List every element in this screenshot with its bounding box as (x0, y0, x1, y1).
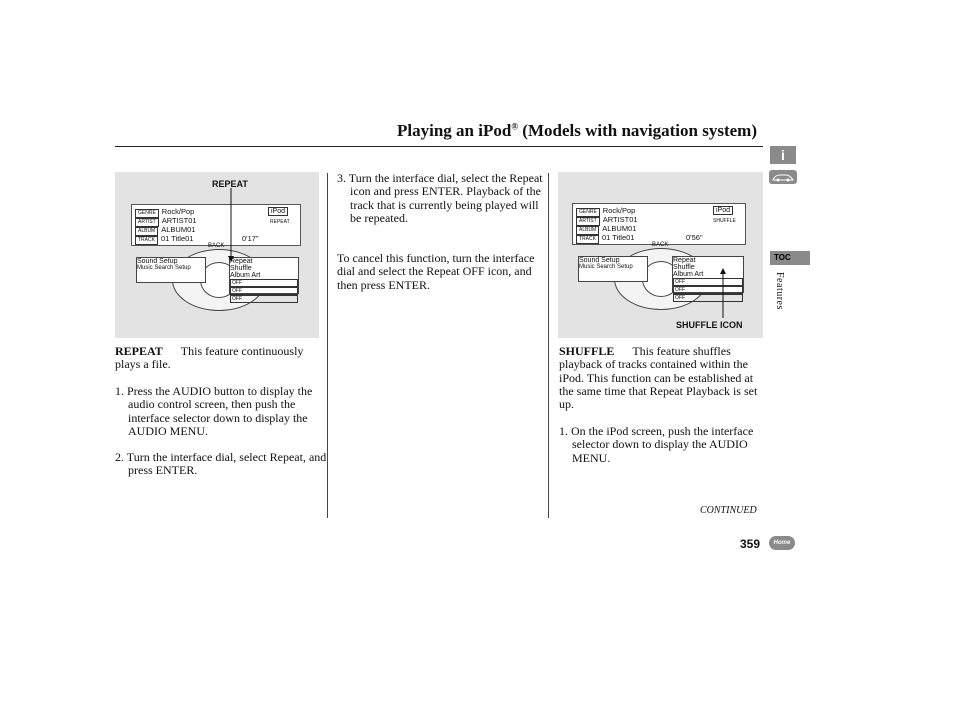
home-button[interactable]: Home (769, 536, 795, 550)
page-title: Playing an iPod® (Models with navigation… (397, 121, 757, 140)
repeat-step-1: 1. Press the AUDIO button to display the… (115, 384, 313, 438)
audio-menu-left: Sound Setup Music Search Setup (136, 257, 206, 283)
continued-label: CONTINUED (700, 505, 757, 516)
audio-menu-right: Repeat Shuffle Album Art OFF OFF OFF (229, 257, 299, 303)
shuffle-step-1: 1. On the iPod screen, push the interfac… (559, 424, 754, 465)
repeat-intro: REPEAT This feature continuously plays a… (115, 344, 304, 372)
section-label: Features (774, 272, 785, 310)
callout-line (228, 188, 234, 262)
audio-menu-left: Sound Setup Music Search Setup (578, 256, 648, 282)
info-icon[interactable]: i (770, 146, 796, 164)
audio-menu-right: Repeat Shuffle Album Art OFF OFF OFF (672, 256, 744, 302)
source-label: iPod (268, 207, 289, 216)
shuffle-intro: SHUFFLE This feature shuffles playback o… (559, 344, 758, 412)
back-label: BACK (652, 242, 669, 248)
figure-caption: SHUFFLE ICON (676, 320, 743, 330)
page-number: 359 (740, 537, 761, 551)
column-divider (327, 173, 328, 518)
back-label: BACK (208, 243, 225, 249)
car-icon[interactable] (769, 170, 797, 184)
toc-button[interactable]: TOC (770, 251, 810, 265)
repeat-step-2: 2. Turn the interface dial, select Repea… (115, 450, 327, 478)
time-label: 0'56" (686, 233, 703, 242)
figure-caption: REPEAT (212, 179, 248, 189)
column-divider (548, 173, 549, 518)
source-label: iPod (713, 206, 734, 215)
time-label: 0'17" (242, 234, 259, 243)
title-rule (115, 146, 763, 147)
callout-line (720, 268, 726, 318)
repeat-step-3: 3. Turn the interface dial, select the R… (337, 171, 543, 225)
mode-label: REPEAT (270, 219, 290, 225)
mode-label: SHUFFLE (713, 218, 736, 224)
repeat-cancel: To cancel this function, turn the interf… (337, 251, 535, 292)
